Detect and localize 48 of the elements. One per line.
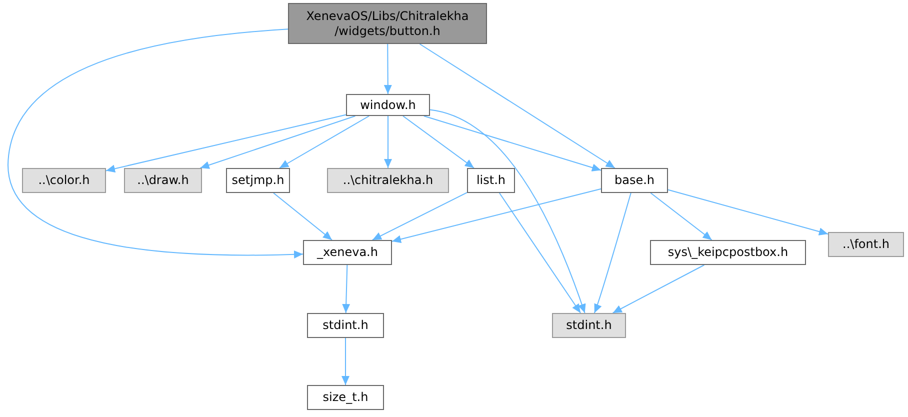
include-arrow	[372, 192, 468, 240]
file-name: ..\chitralekha.h	[342, 173, 434, 188]
file-box	[828, 232, 904, 257]
file-box	[601, 168, 668, 193]
file-box	[552, 313, 626, 338]
include-arrow	[384, 116, 392, 168]
file-name: window.h	[360, 98, 416, 112]
file-name: list.h	[476, 173, 506, 188]
include-arrow	[8, 28, 304, 258]
file-name: ..\font.h	[842, 237, 890, 252]
include-arrow	[423, 116, 602, 172]
file-box	[124, 168, 202, 193]
file-box	[307, 313, 384, 338]
file-box	[22, 168, 106, 193]
file-name: ..\draw.h	[137, 173, 189, 188]
file-name: stdint.h	[566, 318, 612, 333]
include-arrow	[498, 192, 582, 314]
include-arrow	[384, 44, 392, 94]
file-box	[303, 240, 392, 265]
file-name: _xeneva.h	[317, 245, 378, 260]
file-name: size_t.h	[322, 390, 368, 405]
include-arrow	[430, 109, 586, 314]
include-arrow	[668, 189, 828, 236]
file-name: setjmp.h	[232, 173, 284, 188]
include-arrow	[106, 114, 346, 173]
file-box	[467, 168, 515, 193]
file-box	[650, 240, 806, 265]
file-box	[346, 94, 430, 116]
file-name: stdint.h	[322, 318, 368, 333]
include-arrow	[342, 338, 350, 386]
include-arrow	[279, 116, 370, 168]
file-box	[307, 385, 384, 410]
include-arrow	[650, 192, 712, 240]
include-arrow	[392, 188, 602, 244]
include-arrow	[342, 264, 350, 314]
file-box	[226, 168, 290, 193]
file-name: XenevaOS/Libs/Chitralekha /widgets/button.h	[305, 8, 470, 38]
file-box	[327, 168, 449, 193]
file-box	[288, 3, 487, 44]
include-arrow	[594, 192, 632, 314]
file-name: base.h	[614, 173, 655, 188]
include-arrow	[419, 44, 616, 168]
include-arrow	[273, 192, 332, 240]
file-name: ..\color.h	[38, 173, 90, 188]
include-arrow	[402, 116, 474, 168]
include-arrow	[612, 264, 705, 314]
file-name: sys\_keipcpostbox.h	[668, 245, 788, 260]
include-arrow	[200, 116, 356, 169]
